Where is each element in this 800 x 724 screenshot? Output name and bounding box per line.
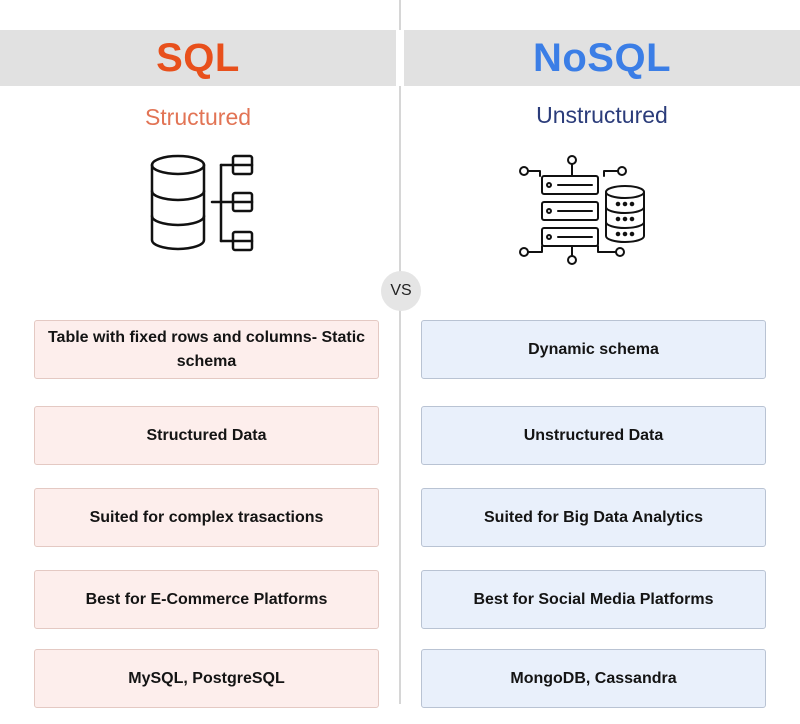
vs-badge: VS [381, 271, 421, 311]
nosql-subtitle: Unstructured [536, 102, 668, 128]
header-gap [396, 30, 404, 86]
center-divider [399, 0, 401, 704]
nosql-title: NoSQL [532, 36, 672, 80]
sql-title: SQL [156, 36, 240, 80]
structured-database-icon [145, 152, 260, 257]
sql-feature-card: Table with fixed rows and columns- Stati… [34, 320, 379, 379]
sql-feature-card: MySQL, PostgreSQL [34, 649, 379, 708]
sql-feature-card: Structured Data [34, 406, 379, 465]
nosql-feature-card: Best for Social Media Platforms [421, 570, 766, 629]
unstructured-database-icon [512, 152, 652, 267]
nosql-feature-card: Suited for Big Data Analytics [421, 488, 766, 547]
nosql-feature-card: Unstructured Data [421, 406, 766, 465]
nosql-feature-card: Dynamic schema [421, 320, 766, 379]
sql-subtitle: Structured [144, 104, 252, 130]
sql-feature-card: Best for E-Commerce Platforms [34, 570, 379, 629]
nosql-feature-card: MongoDB, Cassandra [421, 649, 766, 708]
sql-feature-card: Suited for complex trasactions [34, 488, 379, 547]
